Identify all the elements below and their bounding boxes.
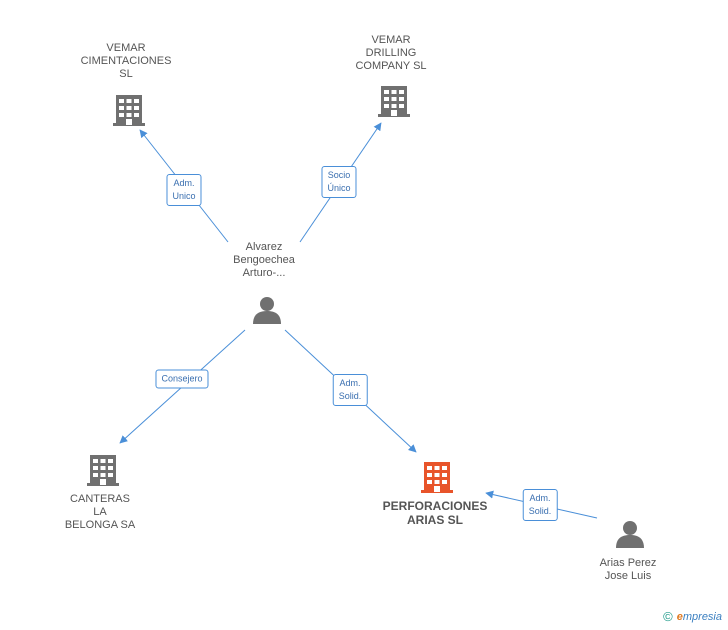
edge-label-consejero[interactable]: Consejero bbox=[155, 369, 209, 389]
node-label-line: VEMAR bbox=[106, 42, 146, 54]
building-icon[interactable] bbox=[87, 455, 119, 486]
node-label-line: PERFORACIONES bbox=[382, 499, 488, 513]
person-icon[interactable] bbox=[253, 297, 281, 324]
node-label-line: LA bbox=[93, 506, 107, 518]
edge-label-adm-solid-2[interactable]: Adm. Solid. bbox=[522, 489, 558, 521]
edge-label-line: Único bbox=[327, 183, 351, 193]
node-label-line: DRILLING bbox=[365, 47, 417, 59]
edge-label-line: Solid. bbox=[528, 506, 552, 516]
brand-name: mpresia bbox=[682, 610, 722, 623]
brand-initial: e bbox=[676, 610, 683, 623]
edge-label-line: Unico bbox=[172, 191, 196, 201]
edge-label-line: Consejero bbox=[161, 373, 203, 384]
node-label-line: Alvarez bbox=[245, 241, 283, 253]
edge-label-line: Adm. bbox=[529, 493, 551, 503]
node-label-line: Bengoechea bbox=[233, 254, 295, 266]
node-label-alvarez[interactable]: Alvarez Bengoechea Arturo-... bbox=[233, 241, 295, 280]
node-label-line: CIMENTACIONES bbox=[80, 55, 172, 67]
edge-label-adm-solid-1[interactable]: Adm. Solid. bbox=[332, 374, 368, 406]
node-label-vemar-drilling[interactable]: VEMAR DRILLING COMPANY SL bbox=[355, 34, 426, 73]
node-label-perforaciones[interactable]: PERFORACIONES ARIAS SL bbox=[383, 499, 488, 527]
edge-label-line: Socio bbox=[327, 170, 351, 180]
node-label-line: Arias Perez bbox=[599, 557, 657, 569]
node-label-line: COMPANY SL bbox=[355, 60, 427, 72]
footer-credit: © empresia bbox=[663, 609, 722, 624]
building-icon[interactable] bbox=[421, 462, 453, 493]
person-icon[interactable] bbox=[616, 521, 644, 548]
edge-label-adm-unico[interactable]: Adm. Unico bbox=[166, 174, 202, 206]
edge-label-line: Solid. bbox=[338, 391, 362, 401]
edge-label-line: Adm. bbox=[339, 378, 361, 388]
node-label-line: SL bbox=[119, 68, 133, 80]
brand-logo[interactable]: empresia bbox=[677, 611, 722, 623]
node-label-line: BELONGA SA bbox=[64, 519, 136, 531]
edge-label-socio-unico[interactable]: Socio Único bbox=[321, 166, 357, 198]
edge-label-line: Adm. bbox=[173, 178, 195, 188]
node-label-line: Arturo-... bbox=[242, 267, 286, 279]
node-label-line: Jose Luis bbox=[604, 570, 652, 582]
building-icon[interactable] bbox=[378, 86, 410, 117]
building-icon[interactable] bbox=[113, 95, 145, 126]
copyright-icon: © bbox=[663, 609, 673, 624]
node-label-arias-perez[interactable]: Arias Perez Jose Luis bbox=[600, 557, 657, 583]
node-label-vemar-cimentaciones[interactable]: VEMAR CIMENTACIONES SL bbox=[81, 42, 172, 81]
node-label-canteras[interactable]: CANTERAS LA BELONGA SA bbox=[65, 493, 135, 532]
node-label-line: ARIAS SL bbox=[406, 513, 463, 527]
node-label-line: VEMAR bbox=[371, 34, 411, 46]
node-label-line: CANTERAS bbox=[70, 493, 130, 505]
